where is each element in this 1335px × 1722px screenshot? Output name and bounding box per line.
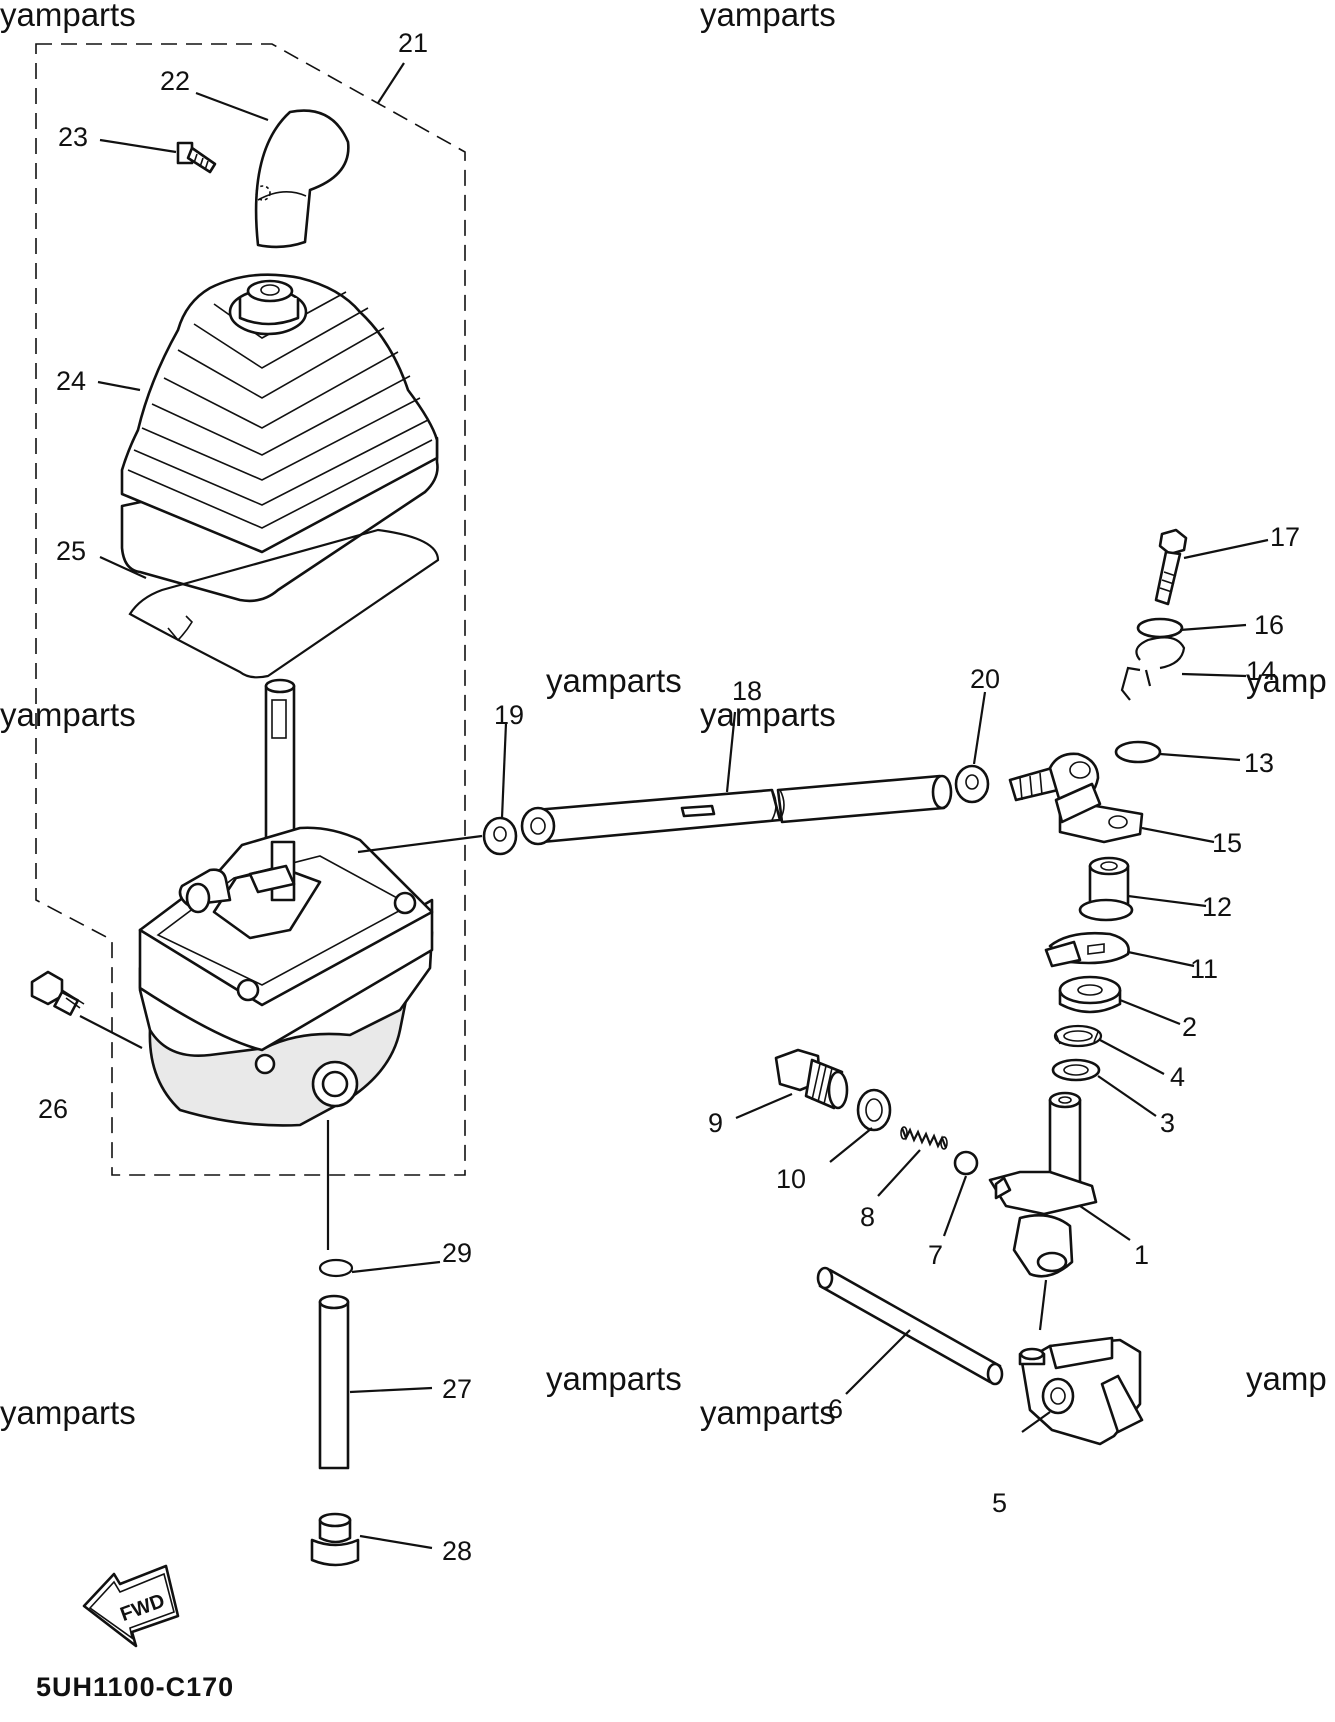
shift-shaft-1 [988, 1091, 1098, 1278]
callout-18: 18 [732, 676, 762, 706]
spring-14 [1120, 636, 1186, 701]
callout-11: 11 [1190, 954, 1218, 984]
watermark: yamparts [0, 696, 136, 733]
plug-bolt-9 [774, 1048, 849, 1110]
watermark: yamparts [0, 1394, 136, 1431]
watermark: yamp [1246, 1360, 1327, 1397]
callout-22: 22 [160, 66, 190, 96]
watermark: yamparts [700, 1394, 836, 1431]
lever-15 [1054, 782, 1144, 844]
callout-21: 21 [398, 28, 428, 58]
gasket-clip [167, 615, 194, 642]
washer-16 [1136, 617, 1184, 639]
callout-16: 16 [1254, 610, 1284, 640]
callout-26: 26 [38, 1094, 68, 1124]
callout-10: 10 [776, 1164, 806, 1194]
gasket-10 [856, 1088, 892, 1132]
washer-13 [1114, 740, 1162, 764]
ball-7 [953, 1150, 979, 1176]
callout-7: 7 [928, 1240, 943, 1270]
callout-20: 20 [970, 664, 1000, 694]
rod-bushing-20 [954, 764, 990, 804]
watermark: yamparts [546, 662, 682, 699]
callout-13: 13 [1244, 748, 1274, 778]
callout-3: 3 [1160, 1108, 1175, 1138]
watermark: yamparts [700, 696, 836, 733]
collar-12 [1078, 856, 1134, 922]
watermark: yamparts [546, 1360, 682, 1397]
callout-8: 8 [860, 1202, 875, 1232]
rod-27 [318, 1294, 350, 1470]
housing-bolt [30, 970, 85, 1016]
shift-box-housing [138, 826, 434, 1127]
assembly-outline-21 [35, 43, 466, 1176]
callout-29: 29 [442, 1238, 472, 1268]
callout-2: 2 [1182, 1012, 1197, 1042]
boot-gasket [128, 528, 440, 679]
callout-24: 24 [56, 366, 86, 396]
rod-bushing-19 [482, 816, 518, 856]
callout-12: 12 [1202, 892, 1232, 922]
callout-23: 23 [58, 122, 88, 152]
plate-11 [1044, 931, 1130, 968]
callout-14: 14 [1246, 656, 1276, 686]
watermark: yamparts [0, 0, 136, 33]
callout-4: 4 [1170, 1062, 1185, 1092]
callout-15: 15 [1212, 828, 1242, 858]
washer-2 [1058, 975, 1122, 1014]
grommet-28 [310, 1512, 360, 1567]
shift-fork-5 [1018, 1336, 1144, 1446]
shift-knob [254, 109, 350, 249]
callout-5: 5 [992, 1488, 1007, 1518]
watermark: yamp [1246, 662, 1327, 699]
spring-8 [900, 1126, 948, 1150]
callout-17: 17 [1270, 522, 1300, 552]
watermarks: yamparts yamparts yamparts yamparts yamp… [0, 0, 1327, 1431]
knob-screw [176, 141, 217, 174]
shift-rod [520, 774, 953, 846]
shift-pin-6 [816, 1266, 1004, 1386]
callout-labels: 21 22 23 24 25 26 19 18 20 17 16 14 13 1… [38, 28, 1300, 1566]
leader-lines [79, 62, 1269, 1550]
washer-3 [1051, 1058, 1101, 1082]
flange-bolt-17 [1154, 528, 1188, 606]
callout-19: 19 [494, 700, 524, 730]
rod-end-joint [1008, 752, 1100, 804]
diagram-code: 5UH1100-C170 [36, 1672, 234, 1702]
callout-27: 27 [442, 1374, 472, 1404]
callout-28: 28 [442, 1536, 472, 1566]
circlip-4 [1053, 1024, 1103, 1048]
callout-6: 6 [828, 1394, 843, 1424]
rubber-boot [120, 273, 439, 603]
watermark: yamparts [700, 0, 836, 33]
callout-25: 25 [56, 536, 86, 566]
clip-29 [318, 1258, 354, 1278]
shift-lever [264, 678, 296, 844]
fwd-arrow: FWD [82, 1564, 180, 1648]
callout-9: 9 [708, 1108, 723, 1138]
callout-1: 1 [1134, 1240, 1149, 1270]
